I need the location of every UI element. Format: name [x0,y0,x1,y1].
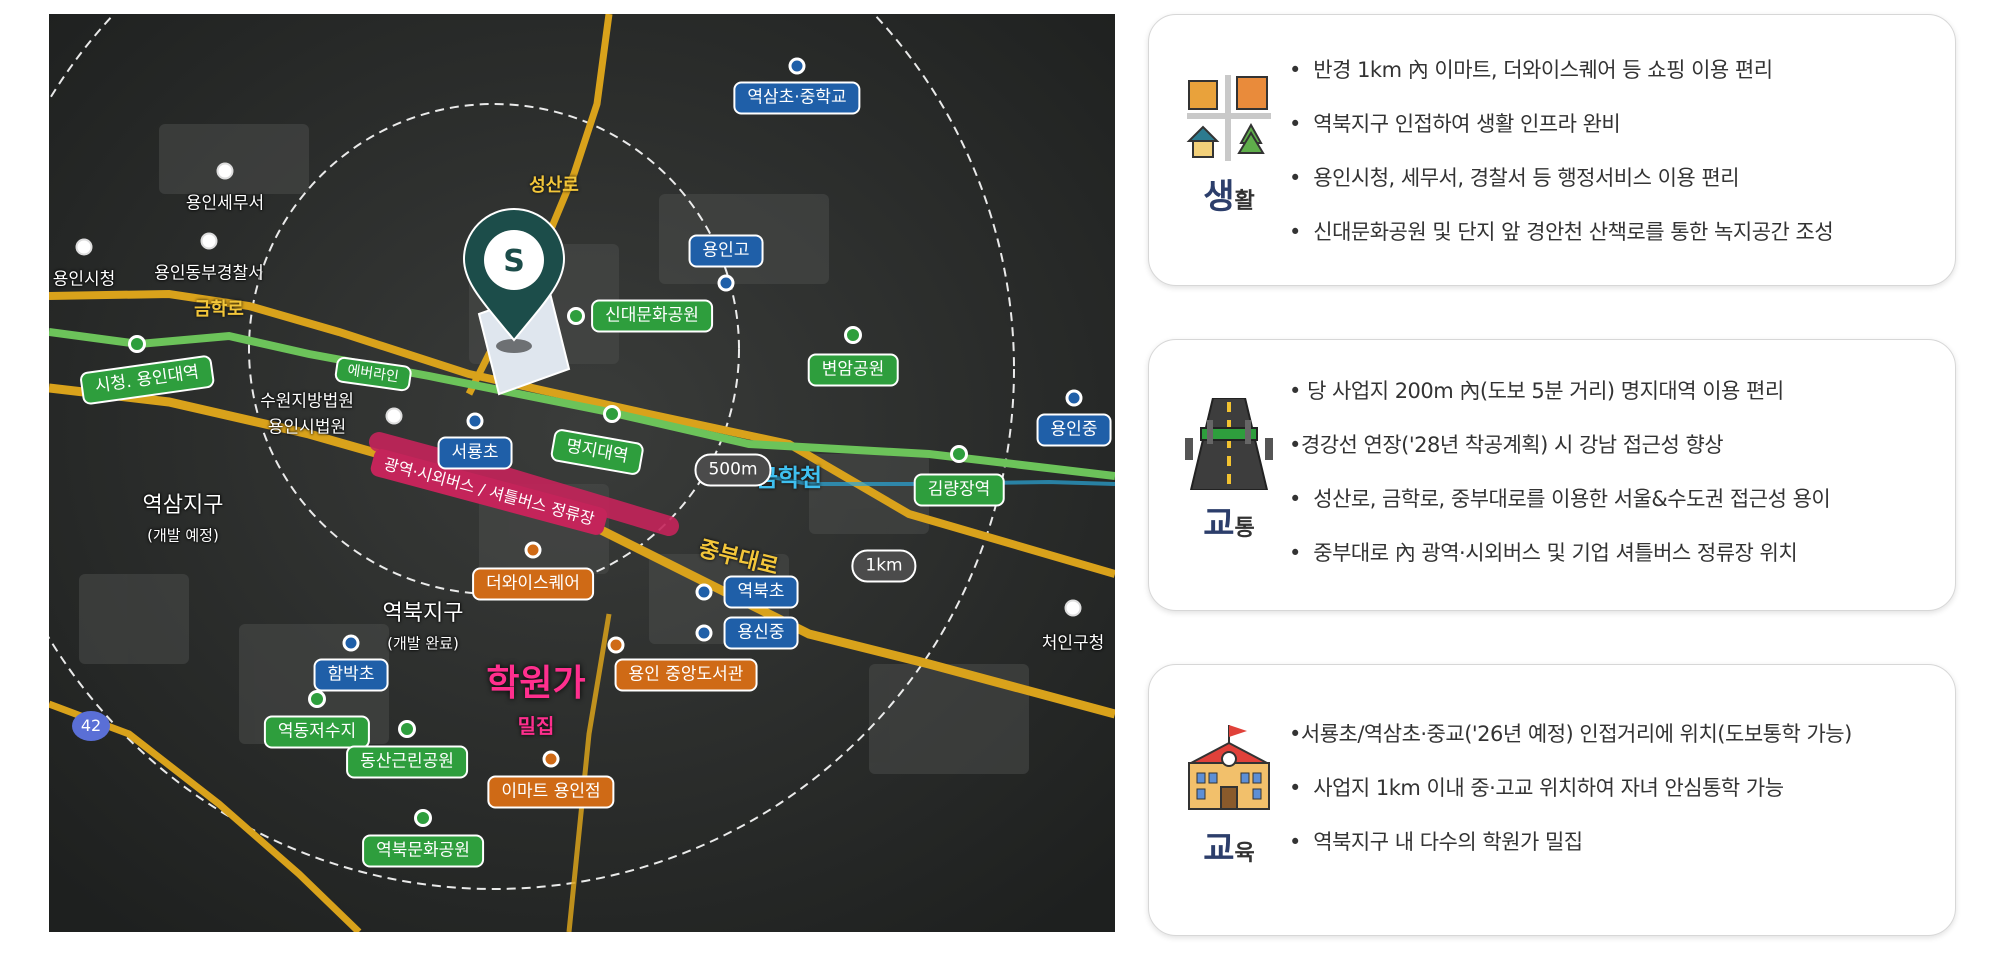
label-yongin-tax: 용인세무서 [185,193,265,214]
school-building-icon [1188,725,1270,810]
geumhak-stream [728,467,1115,486]
education-card: 교육 •서룡초/역삼초·중교('26년 예정) 인접거리에 위치(도보통학 가능… [1148,664,1956,936]
academy-title: 학원가 [486,663,586,704]
list-item: • 역북지구 인접하여 생활 인프라 완비 [1289,112,1621,136]
district-yeokbuk-note: (개발 완료) [387,634,459,653]
school-marker [695,624,713,642]
location-map: S 성산로 금학로 중부대로 에버라인 금학천 광역·시외버스 / 셔틀버스 정… [49,14,1115,932]
list-item: • 성산로, 금학로, 중부대로를 이용한 서울&수도권 접근성 용이 [1289,487,1831,511]
site-marker-letter: S [503,244,525,279]
school-hambak: 함박초 [313,658,389,692]
place-yeokdong-reservoir: 역동저수지 [263,715,371,749]
list-item: • 당 사업지 200m 內(도보 5분 거리) 명지대역 이용 편리 [1289,379,1784,403]
school-marker [1065,389,1083,407]
park-marker [844,326,862,344]
radius-label-500m: 500m [694,453,772,487]
list-item: • 신대문화공원 및 단지 앞 경안천 산책로를 통한 녹지공간 조성 [1289,220,1834,244]
police-marker [200,232,218,250]
place-library: 용인 중앙도서관 [614,658,758,692]
district-yeoksam-name: 역삼지구 [142,493,224,518]
label-yongin-east-police: 용인동부경찰서 [154,263,264,284]
site-marker-pin [462,208,571,396]
place-sindae-park: 신대문화공원 [591,299,713,333]
label-court-1: 수원지방법원 [260,391,354,412]
place-dongsan-park: 동산근린공원 [346,745,468,779]
label-court-2: 용인시법원 [267,417,347,438]
city-life-icon [1186,75,1271,161]
transport-card-icon-wrap: 교통 [1173,397,1285,545]
city-hall-marker [75,238,93,256]
amenity-marker [607,636,625,654]
school-marker [695,583,713,601]
education-card-icon-wrap: 교육 [1173,723,1285,870]
list-item: • 사업지 1km 이내 중·고교 위치하여 자녀 안심통학 가능 [1289,776,1784,800]
park-marker [414,809,432,827]
school-seoryong: 서룡초 [437,436,513,470]
list-item: • 역북지구 내 다수의 학원가 밀집 [1289,830,1583,854]
park-marker [398,720,416,738]
side-road [566,613,612,932]
place-byeonam-park: 변암공원 [807,353,899,387]
school-marker [717,274,735,292]
school-marker [342,634,360,652]
radius-500m-circle [248,103,740,595]
transport-card: 교통 • 당 사업지 200m 內(도보 5분 거리) 명지대역 이용 편리 •… [1148,339,1956,611]
station-marker [603,405,621,423]
school-marker [788,57,806,75]
amenity-marker [524,541,542,559]
route-42-badge: 42 [72,711,110,741]
list-item: • 중부대로 內 광역·시외버스 및 기업 셔틀버스 정류장 위치 [1289,541,1798,565]
school-yeokbuk-elem: 역북초 [723,575,799,609]
list-item: • 용인시청, 세무서, 경찰서 등 행정서비스 이용 편리 [1289,166,1740,190]
life-card-list: • 반경 1km 內 이마트, 더와이스퀘어 등 쇼핑 이용 편리 • 역북지구… [1289,43,1834,259]
list-item: •경강선 연장('28년 착공계획) 시 강남 접근성 향상 [1289,433,1724,457]
amenity-marker [542,750,560,768]
radius-label-1km: 1km [851,549,917,583]
transport-card-list: • 당 사업지 200m 內(도보 5분 거리) 명지대역 이용 편리 •경강선… [1289,364,1831,580]
district-yeoksam-note: (개발 예정) [147,526,219,545]
school-yongin-middle: 용인중 [1036,413,1112,447]
school-yeoksam: 역삼초·중학교 [733,81,861,115]
life-card-title: 생활 [1203,177,1255,217]
academy-sub: 밀집 [517,714,555,738]
map-graphics [49,14,1115,932]
school-yongsin-middle: 용신중 [723,616,799,650]
education-card-title: 교육 [1203,829,1255,869]
cheoin-office-marker [1064,599,1082,617]
life-card-icon-wrap: 생활 [1173,73,1285,218]
education-card-list: •서룡초/역삼초·중교('26년 예정) 인접거리에 위치(도보통학 가능) •… [1289,707,1852,869]
district-yeokbuk-name: 역북지구 [382,601,464,626]
transport-card-title: 교통 [1203,504,1255,544]
station-marker [128,335,146,353]
everline-rail [49,328,1115,480]
court-marker [385,407,403,425]
school-marker [466,412,484,430]
geumhak-road [49,289,1115,578]
road-label-seongsan: 성산로 [529,175,579,196]
tax-office-marker [216,162,234,180]
school-yongin-high: 용인고 [688,234,764,268]
list-item: •서룡초/역삼초·중교('26년 예정) 인접거리에 위치(도보통학 가능) [1289,722,1852,746]
park-marker [567,307,585,325]
label-yongin-city-hall: 용인시청 [52,269,116,290]
road-label-geumhak: 금학로 [194,299,244,320]
place-gimnyangjang-station: 김량장역 [913,473,1005,507]
list-item: • 반경 1km 內 이마트, 더와이스퀘어 등 쇼핑 이용 편리 [1289,58,1773,82]
place-yeokbuk-park: 역북문화공원 [362,834,484,868]
label-cheoin-office: 처인구청 [1041,633,1105,654]
radius-1km-circle [49,14,1015,890]
place-emart: 이마트 용인점 [487,775,615,809]
place-the-wise: 더와이스퀘어 [472,567,594,601]
shuttle-band [369,432,679,536]
station-marker [950,445,968,463]
park-marker [308,690,326,708]
road-transport-icon [1185,397,1273,491]
life-card: 생활 • 반경 1km 內 이마트, 더와이스퀘어 등 쇼핑 이용 편리 • 역… [1148,14,1956,286]
